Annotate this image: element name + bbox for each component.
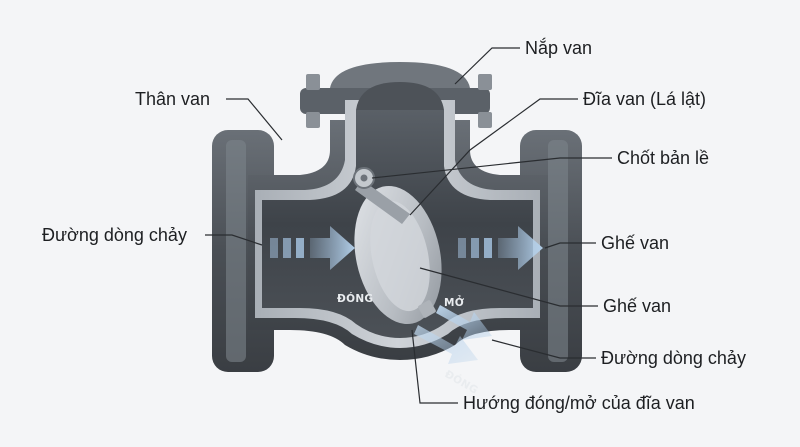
valve-disc — [353, 167, 442, 325]
label-huong-dong-mo: Hướng đóng/mở của đĩa van — [463, 393, 695, 413]
bonnet-bolts — [306, 74, 492, 128]
label-duong-dong-chay-left: Đường dòng chảy — [42, 225, 187, 245]
label-chot-ban-le: Chốt bản lề — [617, 148, 710, 168]
bonnet-cap — [330, 62, 470, 88]
inner-label-dong-left: ĐÓNG — [337, 292, 373, 305]
label-ghe-van-bottom: Ghế van — [603, 296, 672, 316]
leader-lines — [205, 47, 612, 404]
flow-arrow-icon — [270, 226, 543, 364]
label-than-van: Thân van — [135, 89, 211, 109]
label-ghe-van-top: Ghế van — [601, 233, 670, 253]
inner-label-mo: MỞ — [444, 295, 464, 309]
label-duong-dong-chay-right: Đường dòng chảy — [601, 348, 746, 368]
label-nap-van: Nắp van — [525, 38, 593, 58]
label-dia-van: Đĩa van (Lá lật) — [583, 89, 707, 109]
